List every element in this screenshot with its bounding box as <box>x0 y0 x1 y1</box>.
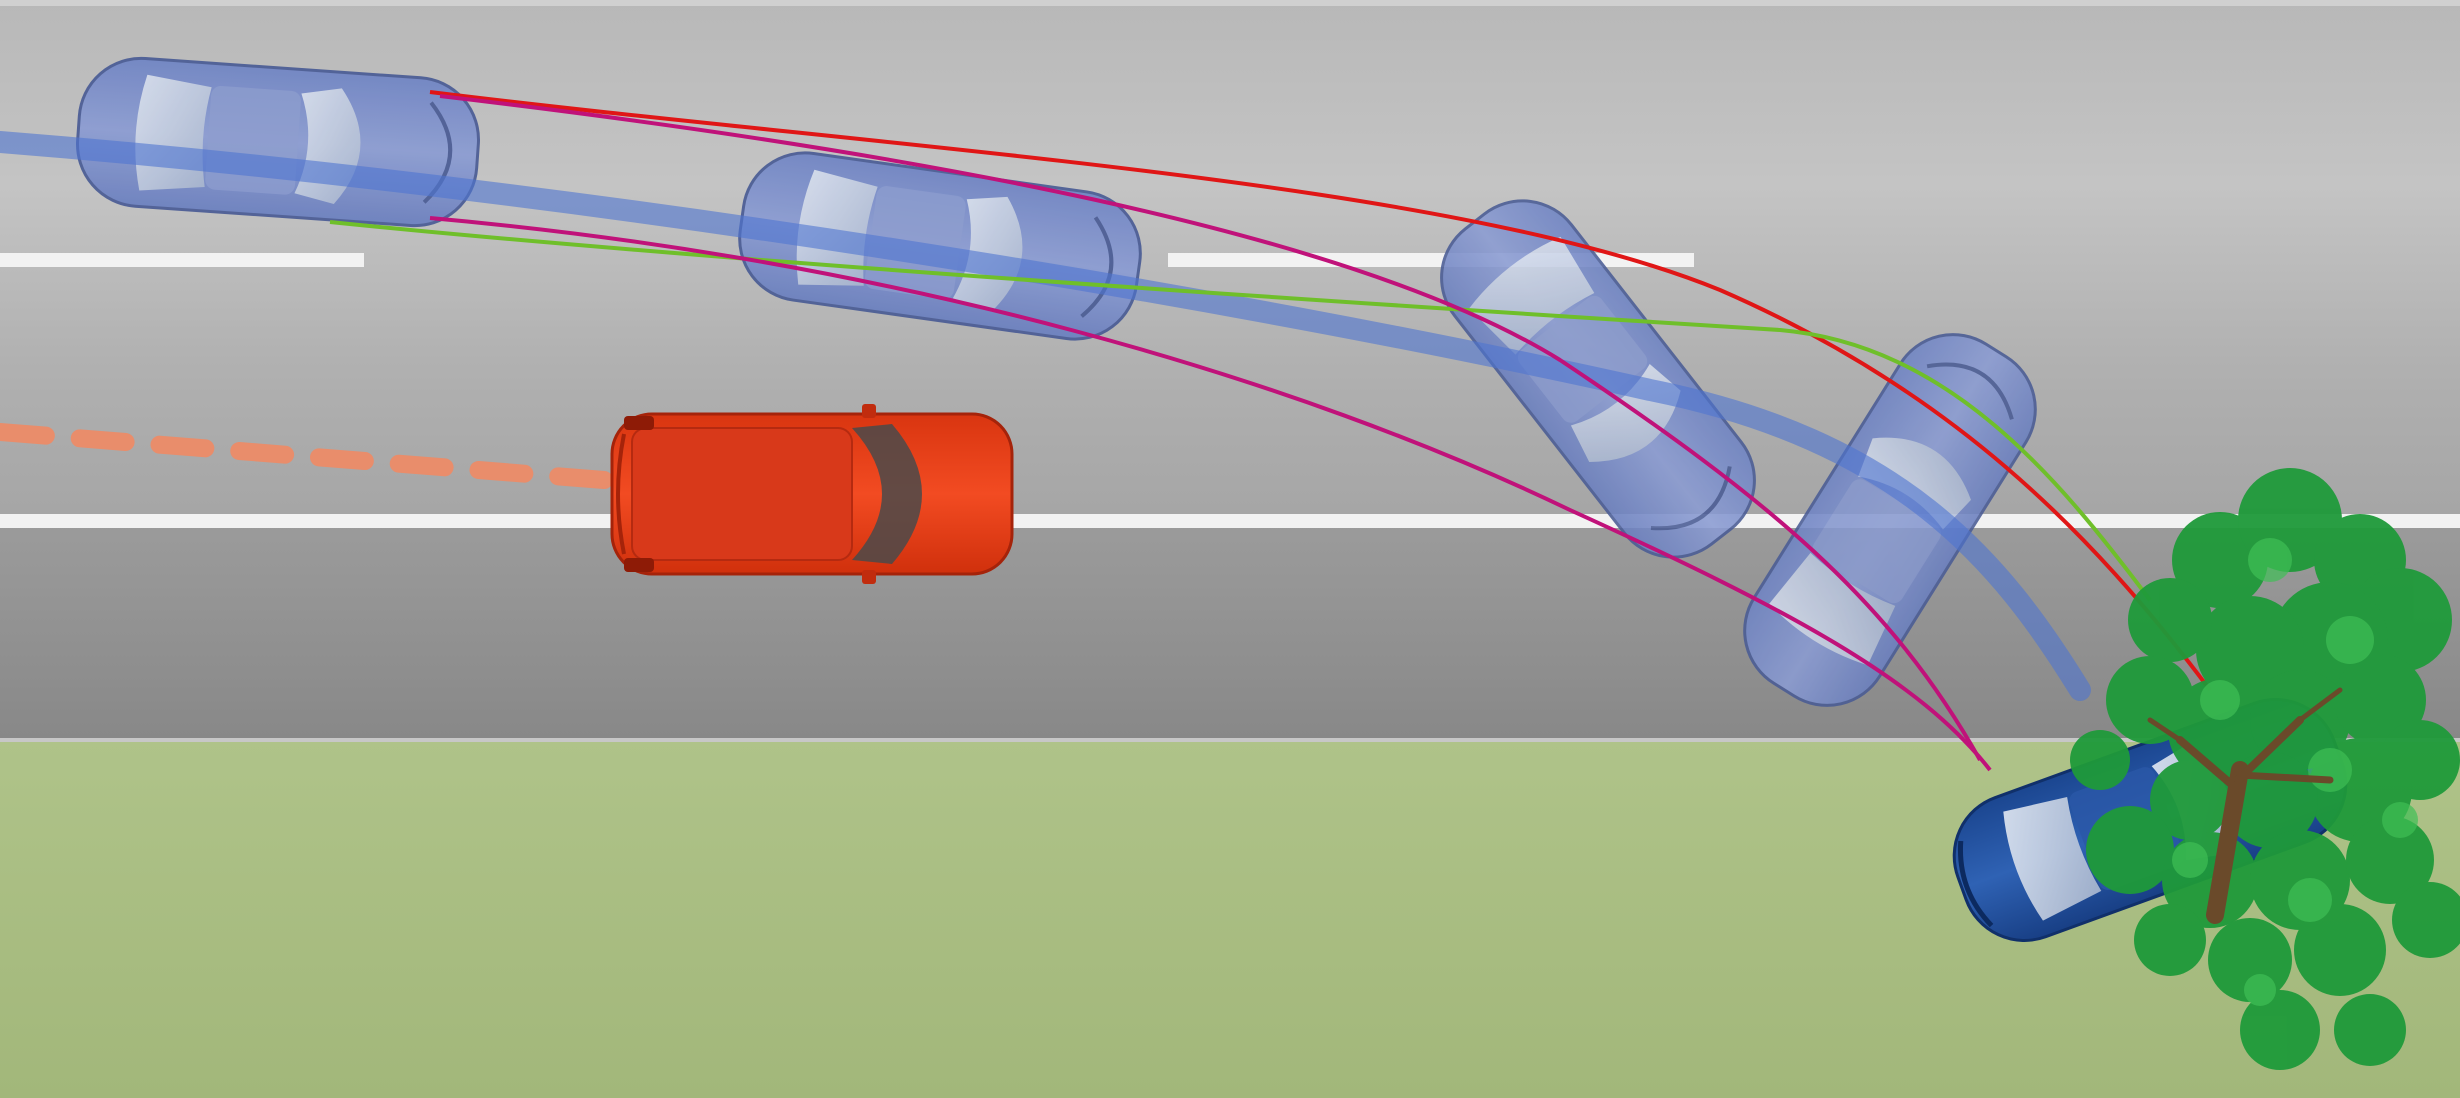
red-car <box>610 404 1014 584</box>
wheel-trace-red <box>429 90 2212 692</box>
wheel-trace-green <box>329 220 2152 602</box>
wheel-trace-magenta-outer <box>439 94 1982 761</box>
wheel-trace-magenta-inner <box>429 216 1992 772</box>
tree-trunk <box>2206 761 2249 924</box>
skidding-car-centerline-path <box>0 131 2091 701</box>
skidding-car-position-4 <box>1743 333 2037 707</box>
skidding-car-position-1 <box>75 56 481 228</box>
tree-icon <box>2070 468 2460 1070</box>
lane-dash-1 <box>0 253 364 267</box>
